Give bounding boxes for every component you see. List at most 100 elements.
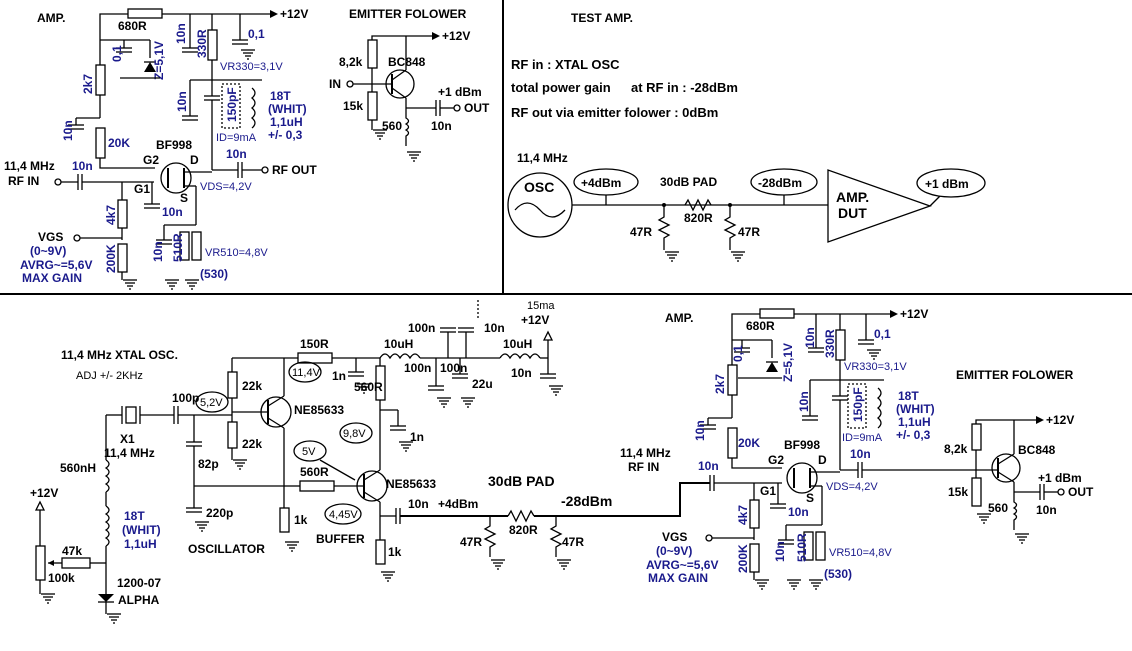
resistor-560r-b xyxy=(299,480,335,492)
osc-tr1: NE85633 xyxy=(294,403,344,417)
resistor-4k7-top xyxy=(117,199,128,229)
amp-bot-rf-in-0: 11,4 MHz xyxy=(620,446,671,460)
osc-r-820: 820R xyxy=(509,523,538,537)
amp-bot-r-20k: 20K xyxy=(738,436,760,450)
amp-top-avrg-0: AVRG~=5,6V xyxy=(20,258,92,272)
amp-top-vgs-0: VGS xyxy=(38,230,63,244)
amp-bot-c-top1: 10n xyxy=(803,327,817,348)
osc-v-114: 11,4V xyxy=(292,367,321,379)
amp-top-r-2k7: 2k7 xyxy=(81,74,95,94)
amp-bot-g2: G2 xyxy=(768,453,784,467)
amp-bot-c-150p: 150pF xyxy=(851,387,865,422)
osc-title-1: ADJ +/- 2KHz xyxy=(76,370,143,382)
resistor-510r-bot xyxy=(803,531,814,561)
resistor-330r-bot xyxy=(835,329,846,361)
ef-bot-r-15k: 15k xyxy=(948,485,968,499)
zener-diode-bot xyxy=(766,362,778,372)
ef-top-section: EMITTER FOLOWER +12V 8,2k BC848 IN 15k +… xyxy=(329,7,490,162)
amp-top-supply: +12V xyxy=(280,7,308,21)
amp-bot-c-10n-g1: 10n xyxy=(788,505,809,519)
amp-top-zener: Z=5,1V xyxy=(152,41,166,80)
amp-bot-vr330: VR330=3,1V xyxy=(844,361,907,373)
osc-v-445: 4,45V xyxy=(329,509,358,521)
amp-top-r-330: 330R xyxy=(195,29,209,58)
osc-varicap-1: ALPHA xyxy=(118,593,160,607)
amp-top-coil-0: 18T xyxy=(270,89,291,103)
amp-top-fet: BF998 xyxy=(156,138,192,152)
osc-c-100n-c: 100n xyxy=(440,361,467,375)
amp-top-coil-3: +/- 0,3 xyxy=(268,128,303,142)
amp-bot-avrg-0: AVRG~=5,6V xyxy=(646,558,718,572)
amp-bot-c-top2: 0,1 xyxy=(874,327,891,341)
osc-c-220p: 220p xyxy=(206,506,233,520)
amp-top-c-01: 0,1 xyxy=(110,45,124,62)
inductor-10uh-a xyxy=(379,353,421,360)
amp-bot-r-4k7: 4k7 xyxy=(736,505,750,525)
osc-l-10uh-a: 10uH xyxy=(384,337,413,351)
amp-bot-vgs-1: (0~9V) xyxy=(656,544,692,558)
crystal-x1 xyxy=(125,406,137,424)
amp-bot-r-530: (530) xyxy=(824,567,852,581)
osc-c-22u: 22u xyxy=(472,377,493,391)
osc-coil-1: (WHIT) xyxy=(122,523,161,537)
ef-top-r-15k: 15k xyxy=(343,99,363,113)
resistor-47k xyxy=(61,557,91,569)
resistor-200k-top xyxy=(117,243,128,273)
inductor-10uh-b xyxy=(499,353,541,360)
osc-r-1k-a: 1k xyxy=(294,513,308,527)
osc-r-22k-b: 22k xyxy=(242,437,262,451)
amp-bot-supply: +12V xyxy=(900,307,928,321)
amp-top-d: D xyxy=(190,153,199,167)
ef-bot-title: EMITTER FOLOWER xyxy=(956,368,1074,382)
amp-top-r-510: 510R xyxy=(171,233,185,262)
osc-section: 11,4 MHz XTAL OSC. ADJ +/- 2KHz 150R 10u… xyxy=(30,300,704,624)
test-line3: RF out via emitter folower : 0dBm xyxy=(511,105,718,120)
test-resistor-820r xyxy=(684,198,712,212)
amp-bot-c-01: 0,1 xyxy=(731,345,745,362)
amp-top-rf-in-1: RF IN xyxy=(8,174,39,188)
osc-c-10n-c: 10n xyxy=(408,497,429,511)
osc-l-10uh-b: 10uH xyxy=(503,337,532,351)
osc-r-100k: 100k xyxy=(48,571,75,585)
resistor-200k-bot xyxy=(749,543,760,573)
resistor-2k7-top xyxy=(95,64,106,96)
ef-top-transistor: BC848 xyxy=(388,55,426,69)
amp-bot-c-10n-s: 10n xyxy=(773,541,787,562)
amp-bot-avrg-1: MAX GAIN xyxy=(648,571,708,585)
ef-bot-r-82k: 8,2k xyxy=(944,442,968,456)
osc-supply2: +12V xyxy=(30,486,58,500)
osc-r-47k: 47k xyxy=(62,544,82,558)
ef-bot-level: +1 dBm xyxy=(1038,471,1082,485)
resistor-1k-a xyxy=(279,507,290,533)
transistor-bc848-bot xyxy=(991,453,1021,483)
amp-top-g2: G2 xyxy=(143,153,159,167)
resistor-20k-top xyxy=(95,127,106,159)
amp-bot-section: AMP. 680R +12V 10n 330R 0,1 0,1 Z=5,1V 2… xyxy=(620,307,970,590)
osc-varicap-0: 1200-07 xyxy=(117,576,161,590)
amp-top-title: AMP. xyxy=(37,11,65,25)
amp-bot-rf-in-1: RF IN xyxy=(628,460,659,474)
amp-bot-id: ID=9mA xyxy=(842,432,883,444)
amp-top-r-4k7: 4k7 xyxy=(104,205,118,225)
amp-bot-title: AMP. xyxy=(665,311,693,325)
amp-bot-r-2k7: 2k7 xyxy=(713,374,727,394)
resistor-8k2-top xyxy=(367,39,378,69)
osc-tr2: NE85633 xyxy=(386,477,436,491)
amp-top-r-20k: 20K xyxy=(108,136,130,150)
amp-top-r-top: 680R xyxy=(118,19,147,33)
osc-r-47b: 47R xyxy=(562,535,584,549)
osc-x1-1: 11,4 MHz xyxy=(104,446,155,460)
resistor-15k-bot xyxy=(971,477,982,507)
test-r-a: 47R xyxy=(630,225,652,239)
osc-c-100n-b: 100n xyxy=(404,361,431,375)
amp-bot-coil-3: +/- 0,3 xyxy=(896,428,931,442)
amp-top-c-10n-g1: 10n xyxy=(162,205,183,219)
osc-r-47a: 47R xyxy=(460,535,482,549)
test-level-osc: +4dBm xyxy=(581,176,621,190)
amp-top-section: AMP. 680R +12V 10n 330R 0,1 0,1 Z=5,1V xyxy=(4,7,317,290)
amp-top-c-10n-out: 10n xyxy=(226,147,247,161)
amp-bot-r-top: 680R xyxy=(746,319,775,333)
test-section: TEST AMP. RF in : XTAL OSC total power g… xyxy=(507,11,986,262)
